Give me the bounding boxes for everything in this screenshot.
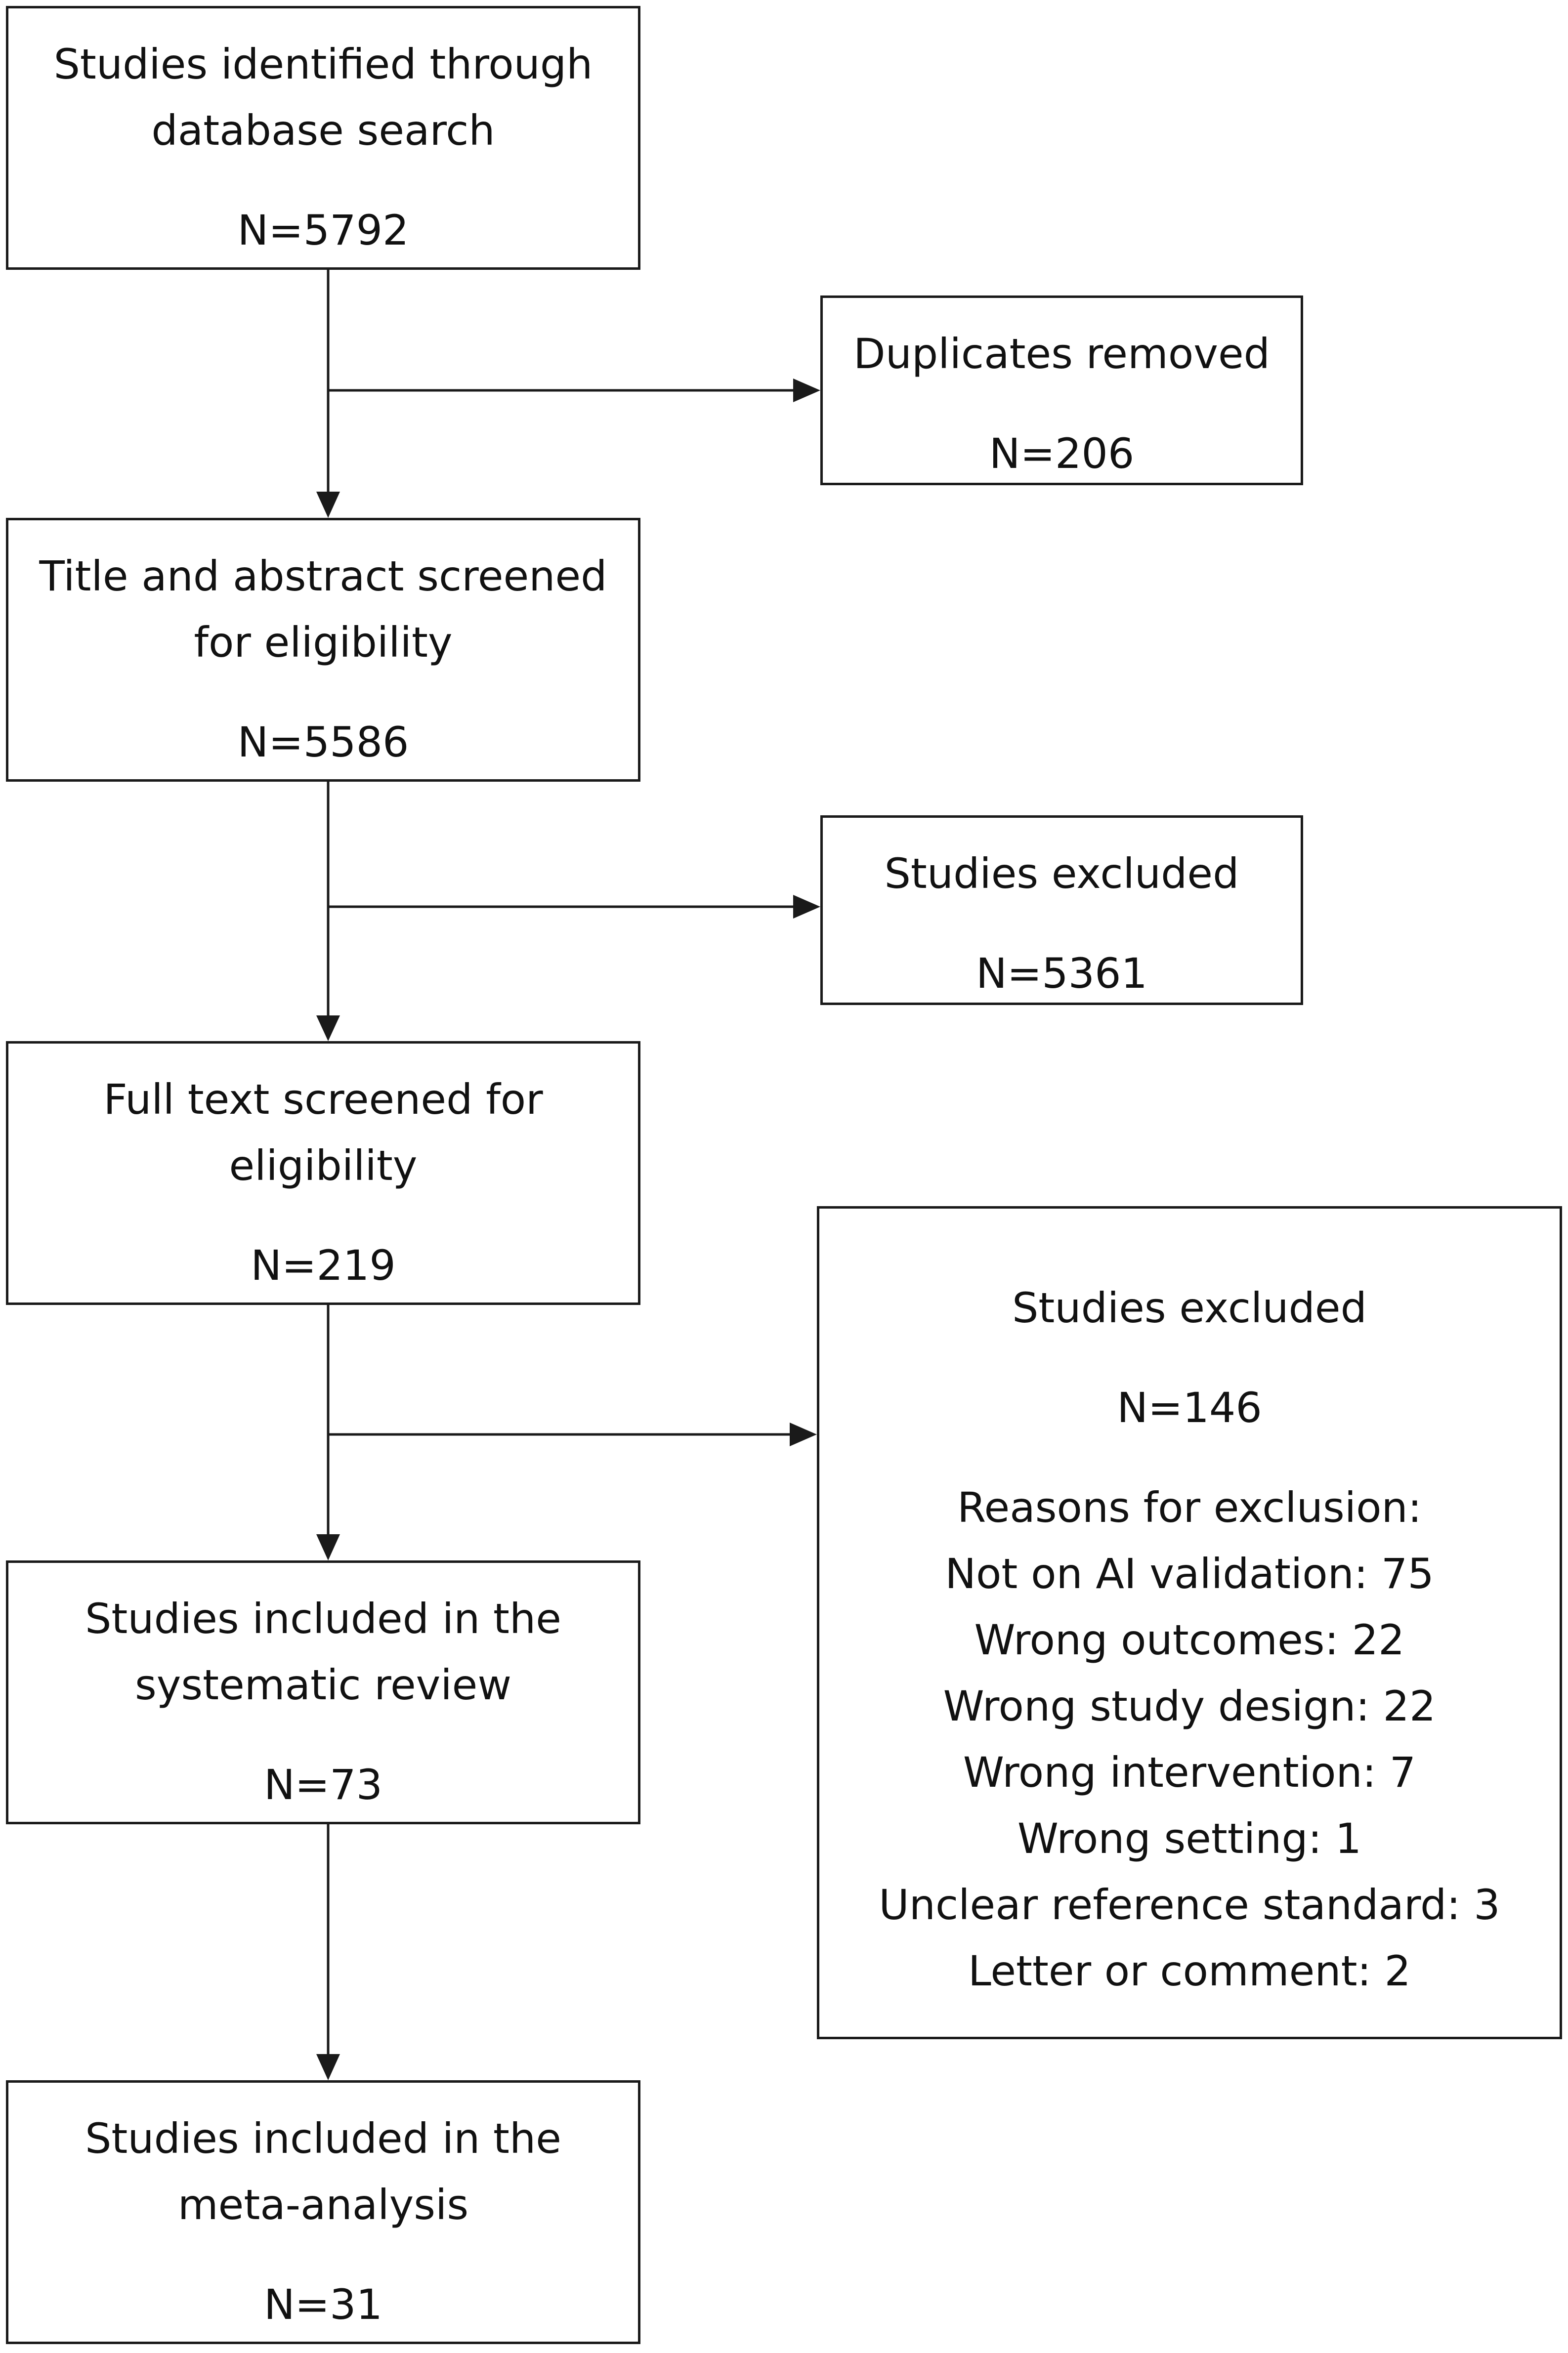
meta-analysis-label-line-2: meta-analysis xyxy=(177,2181,469,2229)
exclusion-reason: Wrong outcomes: 22 xyxy=(974,1616,1405,1664)
meta-analysis-count: N=31 xyxy=(263,2280,383,2329)
arrowhead-excluded-2 xyxy=(790,1423,817,1446)
exclusion-reason: Wrong intervention: 7 xyxy=(963,1748,1416,1797)
identified-label-line-2: database search xyxy=(151,106,495,155)
title-abstract-count: N=5586 xyxy=(237,718,409,766)
arrowhead-search-to-title xyxy=(316,492,340,518)
full-text-count: N=219 xyxy=(251,1241,396,1290)
exclusion-reasons-heading: Reasons for exclusion: xyxy=(957,1483,1422,1532)
excluded-2-count: N=146 xyxy=(1117,1384,1262,1432)
systematic-review-label-line-2: systematic review xyxy=(134,1661,512,1709)
exclusion-reason: Wrong setting: 1 xyxy=(1017,1814,1362,1863)
arrowhead-fulltext-to-sysrev xyxy=(316,1534,340,1560)
excluded-2-label: Studies excluded xyxy=(1012,1284,1367,1332)
excluded-2-box: Studies excluded N=146 Reasons for exclu… xyxy=(817,1206,1562,2039)
systematic-review-box: Studies included in the systematic revie… xyxy=(6,1560,640,1824)
arrowhead-sysrev-to-meta xyxy=(316,2054,340,2080)
full-text-box: Full text screened for eligibility N=219 xyxy=(6,1041,640,1305)
identified-count: N=5792 xyxy=(237,206,409,254)
arrowhead-duplicates xyxy=(793,378,820,402)
full-text-label-line-2: eligibility xyxy=(229,1141,418,1190)
systematic-review-count: N=73 xyxy=(263,1761,383,1809)
systematic-review-label-line-1: Studies included in the xyxy=(85,1595,561,1643)
exclusion-reason: Wrong study design: 22 xyxy=(943,1682,1436,1730)
meta-analysis-box: Studies included in the meta-analysis N=… xyxy=(6,2080,640,2344)
duplicates-count: N=206 xyxy=(989,429,1135,478)
excluded-1-count: N=5361 xyxy=(976,949,1147,998)
excluded-1-box: Studies excluded N=5361 xyxy=(820,815,1303,1005)
title-abstract-box: Title and abstract screened for eligibil… xyxy=(6,518,640,782)
duplicates-label: Duplicates removed xyxy=(853,330,1270,378)
identified-label-line-1: Studies identified through xyxy=(53,40,593,88)
identified-box: Studies identified through database sear… xyxy=(6,6,640,270)
title-abstract-label-line-1: Title and abstract screened xyxy=(39,552,607,600)
excluded-1-label: Studies excluded xyxy=(884,849,1239,898)
arrowhead-excluded-1 xyxy=(793,895,820,919)
exclusion-reason: Not on AI validation: 75 xyxy=(945,1550,1434,1598)
full-text-label-line-1: Full text screened for xyxy=(103,1075,543,1124)
duplicates-box: Duplicates removed N=206 xyxy=(820,295,1303,485)
exclusion-reason: Unclear reference standard: 3 xyxy=(879,1881,1500,1929)
exclusion-reason: Letter or comment: 2 xyxy=(968,1947,1411,1995)
arrowhead-title-to-fulltext xyxy=(316,1015,340,1041)
title-abstract-label-line-2: for eligibility xyxy=(194,618,453,667)
meta-analysis-label-line-1: Studies included in the xyxy=(85,2114,561,2163)
